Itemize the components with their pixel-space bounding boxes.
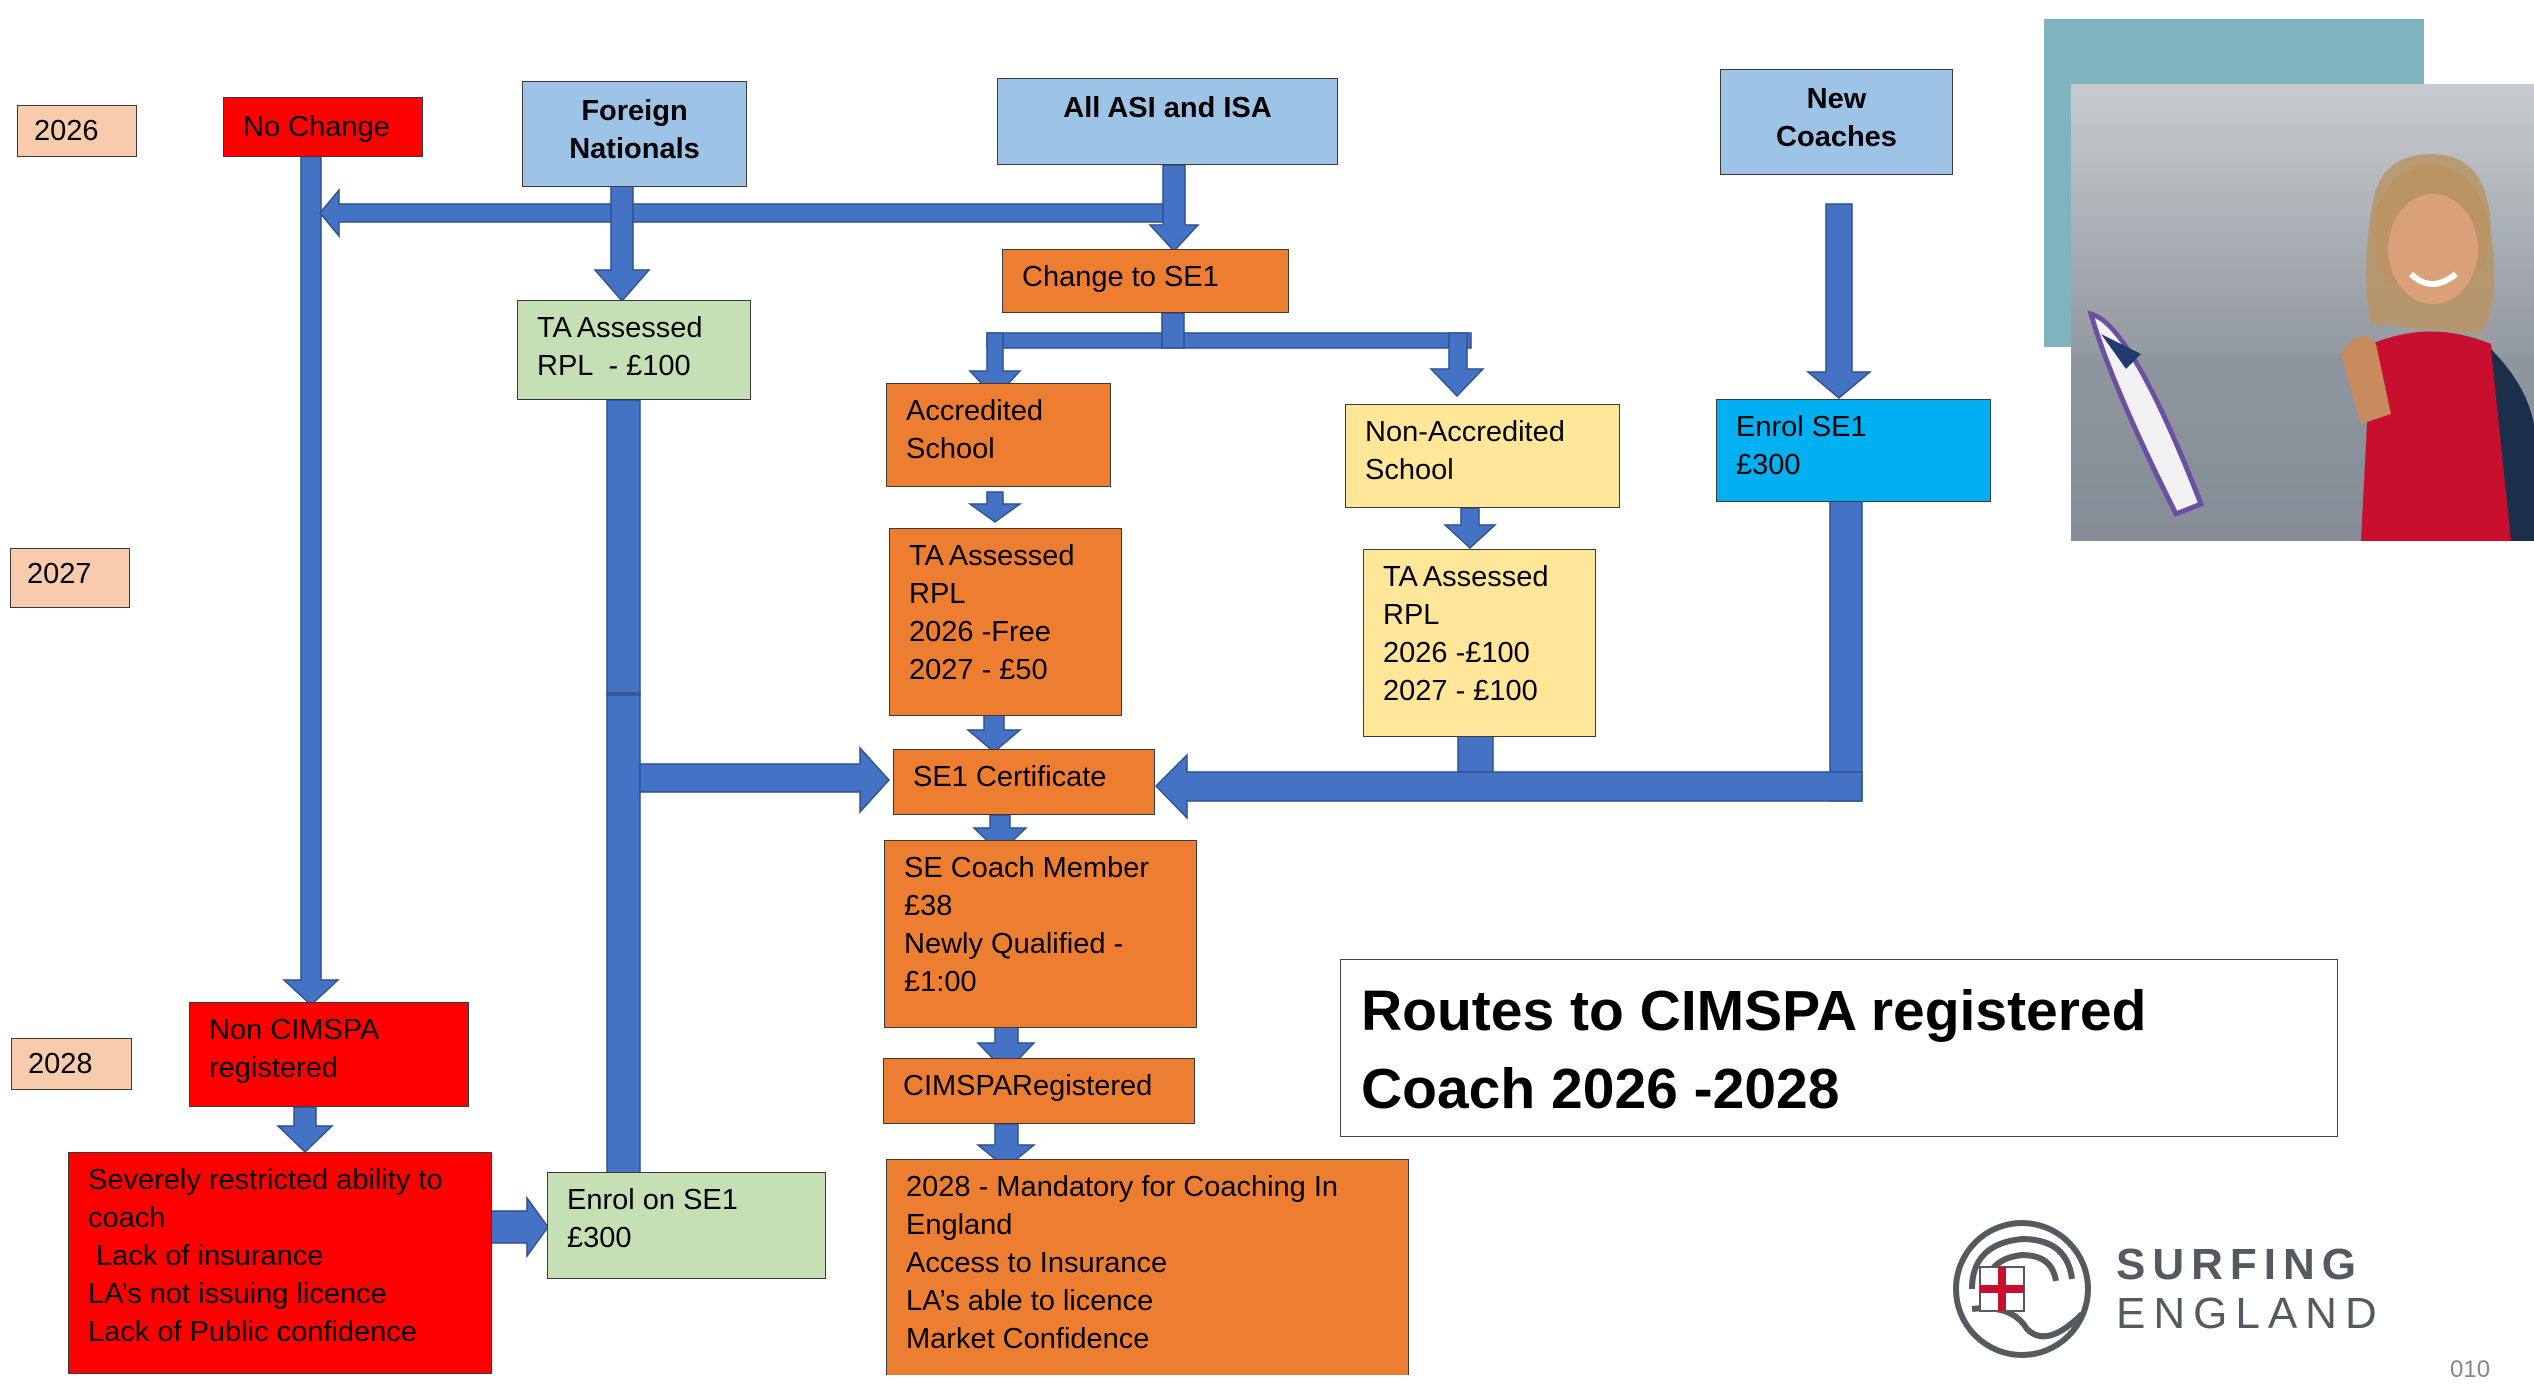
year-label-2027: 2027 (10, 548, 130, 608)
box-cimspa-registered: CIMSPARegistered (883, 1058, 1195, 1124)
box-ta-assessed-non-accredited: TA Assessed RPL 2026 -£100 2027 - £100 (1363, 549, 1596, 737)
box-text: Market Confidence (906, 1323, 1150, 1355)
box-text: 2027 - £100 (1383, 675, 1538, 707)
box-text: Enrol SE1 (1736, 411, 1867, 443)
page-number: 010 (2450, 1356, 2491, 1383)
box-text: RPL (909, 578, 966, 610)
box-text: England (906, 1209, 1013, 1241)
box-enrol-se1-300: Enrol SE1 £300 (1716, 399, 1991, 502)
box-change-to-se1: Change to SE1 (1002, 249, 1289, 313)
box-text: 2026 -Free (909, 616, 1051, 648)
box-text: TA Assessed (537, 312, 703, 344)
box-text: registered (209, 1052, 338, 1084)
box-text: 2028 - Mandatory for Coaching In (906, 1171, 1339, 1203)
diagram-title: Routes to CIMSPA registered Coach 2026 -… (1340, 959, 2338, 1137)
arrow-asi-to-nochange (319, 187, 1181, 239)
box-text: Non CIMSPA (209, 1014, 380, 1046)
arrow-nochange-to-noncimspa (282, 154, 340, 1007)
surfer-photo (2071, 84, 2534, 541)
box-foreign-nationals: Foreign Nationals (522, 81, 747, 187)
arrow-enrolse1-down (1829, 495, 1863, 802)
logo-text-surfing: SURFING (2116, 1240, 2363, 1289)
box-text: Foreign (581, 95, 688, 127)
box-text: TA Assessed (1383, 561, 1549, 593)
box-text: School (1365, 454, 1454, 486)
arrow-tanonaccr-down (1457, 734, 1494, 776)
box-text: SE Coach Member (904, 852, 1149, 884)
box-text: £1:00 (904, 966, 977, 998)
box-text: Non-Accredited (1365, 416, 1565, 448)
title-line: Routes to CIMSPA registered (1361, 979, 2147, 1043)
arrow-change-to-nonaccredited (1429, 332, 1485, 398)
box-text: Enrol on SE1 (567, 1184, 738, 1216)
box-text: No Change (243, 111, 390, 143)
box-text: SE1 Certificate (913, 761, 1107, 793)
arrow-noncimspa-to-restricted (276, 1106, 334, 1154)
arrow-accredited-to-ta (967, 491, 1023, 523)
box-non-cimspa: Non CIMSPA registered (189, 1002, 469, 1107)
box-mandatory-2028: 2028 - Mandatory for Coaching In England… (886, 1159, 1409, 1375)
year-label-2026: 2026 (17, 105, 137, 157)
box-no-change: No Change (223, 97, 423, 157)
box-text: LA’s able to licence (906, 1285, 1154, 1317)
arrow-ta-to-enrolonse1 (606, 399, 641, 1177)
box-text: Coaches (1776, 121, 1897, 153)
arrow-asi-to-change (1148, 164, 1200, 253)
box-text: Nationals (569, 133, 700, 165)
year-label-2028: 2028 (11, 1038, 132, 1090)
arrow-change-split-bar (986, 332, 1472, 349)
box-text: New (1806, 83, 1867, 115)
logo-text-england: ENGLAND (2116, 1289, 2385, 1338)
box-text: Lack of Public confidence (88, 1316, 417, 1348)
arrow-restricted-to-enrolonse1 (490, 1195, 549, 1259)
arrow-ta-vertical-divider (606, 692, 641, 696)
box-text: TA Assessed (909, 540, 1075, 572)
box-accredited-school: Accredited School (886, 383, 1111, 487)
box-text: 2027 - £50 (909, 654, 1048, 686)
box-text: Severely restricted ability to (88, 1164, 443, 1196)
title-line: Coach 2026 -2028 (1361, 1057, 1840, 1121)
box-text: School (906, 433, 995, 465)
box-text: £300 (567, 1222, 632, 1254)
arrow-enrolse1-to-se1cert (1154, 753, 1863, 820)
arrow-nonaccredited-to-ta (1443, 507, 1497, 550)
box-text: All ASI and ISA (1063, 92, 1272, 124)
box-text: LA’s not issuing licence (88, 1278, 387, 1310)
box-text: coach (88, 1202, 166, 1234)
box-text: £38 (904, 890, 953, 922)
box-all-asi-isa: All ASI and ISA (997, 78, 1338, 165)
box-text: £300 (1736, 449, 1801, 481)
box-non-accredited-school: Non-Accredited School (1345, 404, 1620, 508)
box-ta-assessed-accredited: TA Assessed RPL 2026 -Free 2027 - £50 (889, 528, 1122, 716)
arrow-foreign-to-se1cert (639, 746, 891, 814)
box-severely-restricted: Severely restricted ability to coach Lac… (68, 1152, 492, 1374)
arrow-foreign-to-ta (593, 185, 651, 303)
box-text: RPL - £100 (537, 350, 691, 382)
box-se1-certificate: SE1 Certificate (893, 749, 1155, 815)
arrow-taaccr-to-se1cert (965, 711, 1023, 753)
box-new-coaches: New Coaches (1720, 69, 1953, 175)
arrow-newcoaches-to-enrol (1805, 203, 1873, 399)
box-text: 2026 -£100 (1383, 637, 1530, 669)
box-se-coach-member: SE Coach Member £38 Newly Qualified - £1… (884, 840, 1197, 1028)
box-ta-assessed-rpl-100: TA Assessed RPL - £100 (517, 300, 751, 400)
box-text: CIMSPARegistered (903, 1070, 1153, 1102)
arrow-cimspa-to-mandatory (975, 1123, 1037, 1169)
box-enrol-on-se1: Enrol on SE1 £300 (547, 1172, 826, 1279)
box-text: Lack of insurance (88, 1240, 324, 1272)
arrow-change-stem (1161, 312, 1185, 349)
box-text: Change to SE1 (1022, 261, 1219, 293)
surfing-england-logo-icon (1953, 1220, 2091, 1358)
box-text: Accredited (906, 395, 1044, 427)
box-text: Newly Qualified - (904, 928, 1124, 960)
box-text: RPL (1383, 599, 1440, 631)
box-text: Access to Insurance (906, 1247, 1168, 1279)
